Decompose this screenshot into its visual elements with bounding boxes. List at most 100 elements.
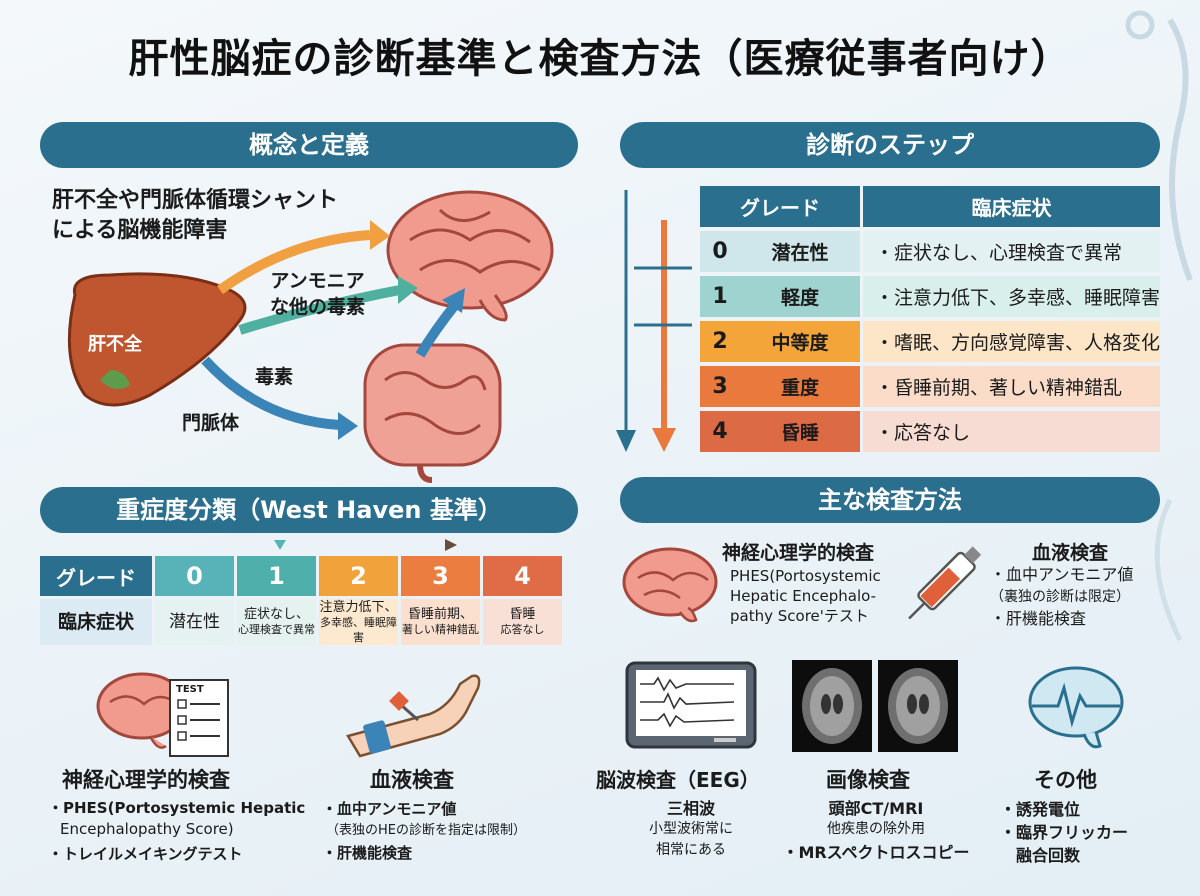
methods-blood-line: ・肝機能検査 <box>990 609 1087 628</box>
methods-neuro-line: Hepatic Encephalo- <box>730 587 877 605</box>
bottom-neuro-desc: ・PHES(Portosystemic Hepatic Encephalopat… <box>48 798 305 865</box>
intestine-icon <box>363 343 502 483</box>
methods-header: 主な検査方法 <box>620 477 1160 523</box>
methods-neuro-title: 神経心理学的検査 <box>722 542 875 564</box>
bottom-other-line: 融合回数 <box>1016 846 1081 865</box>
bottom-other-desc: ・誘発電位 ・臨界フリッカー 融合回数 <box>1000 798 1128 867</box>
wh-row-label-symptom: 臨床症状 <box>40 599 152 645</box>
bottom-blood-line: ・血中アンモニア値 <box>322 800 457 818</box>
arm-injection-icon <box>346 674 481 758</box>
arrow-blue-up <box>415 301 459 358</box>
wh-symptom-cell: 昏睡応答なし <box>483 599 562 645</box>
arrow-teal <box>238 285 401 335</box>
steps-grade-symptom: ・応答なし <box>863 411 1160 452</box>
steps-grade-name: 潜在性 <box>740 231 860 272</box>
steps-col-grade: グレード <box>700 186 860 227</box>
bottom-imaging-line: 頭部CT/MRI <box>828 799 924 818</box>
ammonia-label: アンモニア な他の毒素 <box>270 268 365 320</box>
bottom-other-line: ・誘発電位 <box>1000 800 1081 819</box>
wh-symptom-cell: 潜在性 <box>155 599 234 645</box>
methods-blood-title: 血液検査 <box>1032 542 1109 564</box>
wh-symptom-line: 多幸感、睡眠障害 <box>320 615 397 644</box>
bottom-eeg-line: 相常にある <box>656 842 726 858</box>
methods-blood-desc: ・血中アンモニア値 （裏独の診断は限定） ・肝機能検査 <box>990 564 1133 630</box>
bottom-blood-title: 血液検査 <box>370 768 454 792</box>
bottom-neuro-line: Encephalopathy Score) <box>60 820 234 838</box>
wh-symptom-line: 昏睡 <box>509 607 536 622</box>
wh-symptom-line: 応答なし <box>500 623 545 636</box>
arrow-blue-portal <box>201 356 341 430</box>
steps-grade-symptom: ・症状なし、心理検査で異常 <box>863 231 1160 272</box>
liver-label: 肝不全 <box>88 334 142 355</box>
methods-brain-icon <box>622 547 718 623</box>
wh-symptom-line: 昏睡前期、 <box>407 607 473 622</box>
steps-grade-symptom: ・嗜眠、方向感覚障害、人格変化 <box>863 321 1160 362</box>
bottom-eeg-title: 脳波検査（EEG） <box>596 768 760 792</box>
wh-grade-cell: 1 <box>237 556 316 596</box>
bottom-neuro-line: ・トレイルメイキングテスト <box>48 845 243 863</box>
brain-wave-icon <box>1028 666 1124 749</box>
wh-grade-cell: 2 <box>319 556 398 596</box>
bottom-blood-line: ・肝機能検査 <box>322 844 413 862</box>
severity-arrows <box>616 190 692 452</box>
wh-row-label-grade: グレード <box>40 556 152 596</box>
methods-neuro-line: pathy Score'テスト <box>730 607 869 625</box>
bottom-neuro-brain-icon <box>96 672 229 757</box>
mri-scan-icon <box>792 660 958 752</box>
bottom-imaging-title: 画像検査 <box>826 768 910 792</box>
toxin-label: 毒素 <box>255 366 294 388</box>
background-stethoscope-icon <box>1125 10 1193 642</box>
westhaven-markers <box>274 539 457 551</box>
bottom-blood-line: （表独のHEの診断を指定は限制） <box>326 823 526 838</box>
ammonia-line-2: な他の毒素 <box>270 296 366 318</box>
definition-line-1: 肝不全や門脈体循環シャント <box>52 188 339 213</box>
methods-neuro-desc: PHES(Portosystemic Hepatic Encephalo- pa… <box>730 566 881 626</box>
wh-grade-cell: 3 <box>401 556 480 596</box>
wh-symptom-line: 潜在性 <box>169 611 220 632</box>
brain-icon <box>386 190 554 322</box>
eeg-monitor-icon <box>625 661 757 749</box>
test-sheet-label: TEST <box>176 684 204 695</box>
arrow-orange <box>217 230 371 295</box>
steps-col-symptom: 臨床症状 <box>863 186 1160 227</box>
bottom-other-line: ・臨界フリッカー <box>1000 823 1129 842</box>
wh-symptom-cell: 注意力低下、多幸感、睡眠障害 <box>319 599 398 645</box>
methods-blood-line: （裏独の診断は限定） <box>990 589 1130 605</box>
steps-grade-symptom: ・注意力低下、多幸感、睡眠障害 <box>863 276 1160 317</box>
steps-grade-num: 0 <box>700 231 740 272</box>
bottom-imaging-line: ・MRスペクトロスコピー <box>782 843 970 862</box>
steps-grade-name: 軽度 <box>740 276 860 317</box>
steps-grade-num: 4 <box>700 411 740 452</box>
bottom-imaging-desc: 頭部CT/MRI 他疾患の除外用 ・MRスペクトロスコピー <box>770 798 982 863</box>
definition-line-2: による脳機能障害 <box>52 218 228 243</box>
steps-grade-num: 3 <box>700 366 740 407</box>
page-title: 肝性脳症の診断基準と検査方法（医療従事者向け） <box>128 36 1072 82</box>
steps-grade-name: 昏睡 <box>740 411 860 452</box>
wh-symptom-line: 著しい精神錯乱 <box>402 623 479 636</box>
syringe-icon <box>908 546 982 620</box>
bottom-eeg-line: 小型波術常に <box>649 821 733 837</box>
concept-diagram <box>67 190 554 483</box>
bottom-eeg-desc: 三相波 小型波術常に 相常にある <box>606 798 776 861</box>
steps-grade-symptom: ・昏睡前期、著しい精神錯乱 <box>863 366 1160 407</box>
steps-grade-num: 2 <box>700 321 740 362</box>
bottom-other-title: その他 <box>1034 768 1097 792</box>
liver-icon <box>67 272 247 407</box>
wh-symptom-line: 注意力低下、 <box>319 599 398 615</box>
wh-symptom-cell: 昏睡前期、著しい精神錯乱 <box>401 599 480 645</box>
concept-header: 概念と定義 <box>40 122 578 168</box>
steps-grade-name: 中等度 <box>740 321 860 362</box>
wh-grade-cell: 0 <box>155 556 234 596</box>
steps-grade-num: 1 <box>700 276 740 317</box>
methods-blood-line: ・血中アンモニア値 <box>990 565 1134 584</box>
bottom-blood-desc: ・血中アンモニア値 （表独のHEの診断を指定は限制） ・肝機能検査 <box>322 798 526 864</box>
methods-neuro-line: PHES(Portosystemic <box>730 567 881 585</box>
concept-definition: 肝不全や門脈体循環シャント による脳機能障害 <box>52 186 338 246</box>
steps-header: 診断のステップ <box>620 122 1160 168</box>
